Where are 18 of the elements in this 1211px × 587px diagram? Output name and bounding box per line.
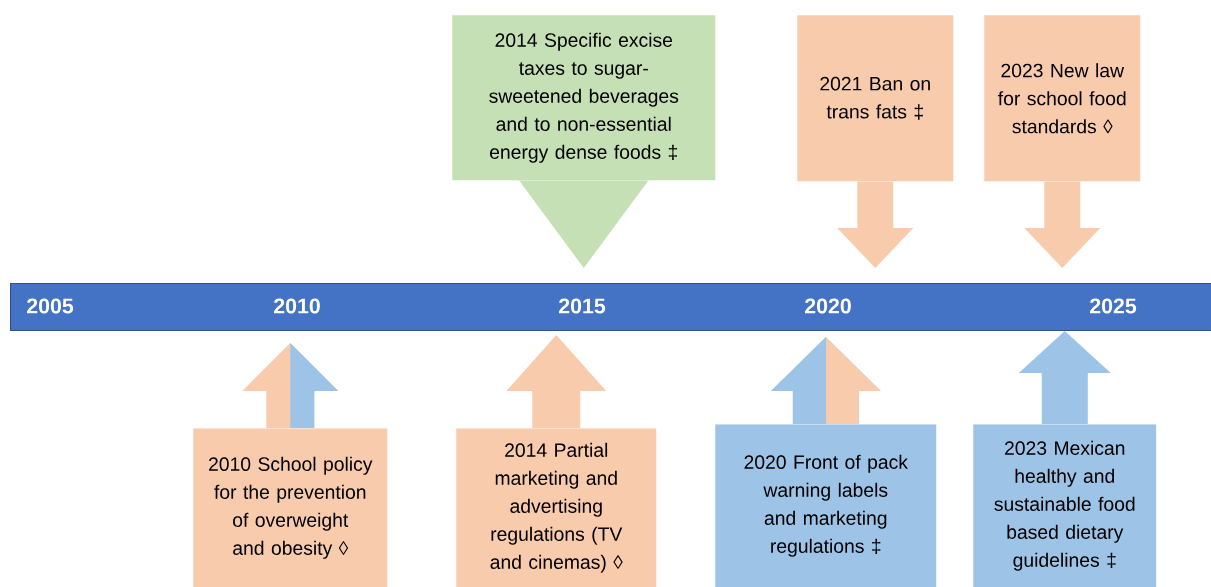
callout-box: 2014 Partial marketing and advertising regulations (TV and cinemas) ◊ xyxy=(456,428,657,587)
year-label: 2020 xyxy=(805,298,851,314)
block-arrow xyxy=(1018,331,1111,424)
callout-box: 2023 Mexican healthy and sustainable food based dietary guidelines ‡ xyxy=(973,424,1157,587)
callout-box: 2020 Front of pack warning labels and marketing regulations ‡ xyxy=(715,424,937,587)
year-label: 2010 xyxy=(274,298,320,314)
callout-box: 2023 New law for school food standards ◊ xyxy=(984,15,1141,182)
year-label: 2005 xyxy=(27,298,74,314)
block-arrow xyxy=(837,181,914,268)
callout-box: 2010 School policy for the prevention of overweight and obesity ◊ xyxy=(193,428,388,587)
year-label: 2015 xyxy=(559,298,606,314)
callout-box: 2021 Ban on trans fats ‡ xyxy=(797,15,954,182)
block-arrow xyxy=(770,337,881,424)
block-arrow xyxy=(242,343,339,428)
block-arrow xyxy=(518,180,649,268)
block-arrow xyxy=(1024,181,1101,268)
block-arrow xyxy=(506,335,607,428)
year-label: 2025 xyxy=(1090,298,1137,314)
